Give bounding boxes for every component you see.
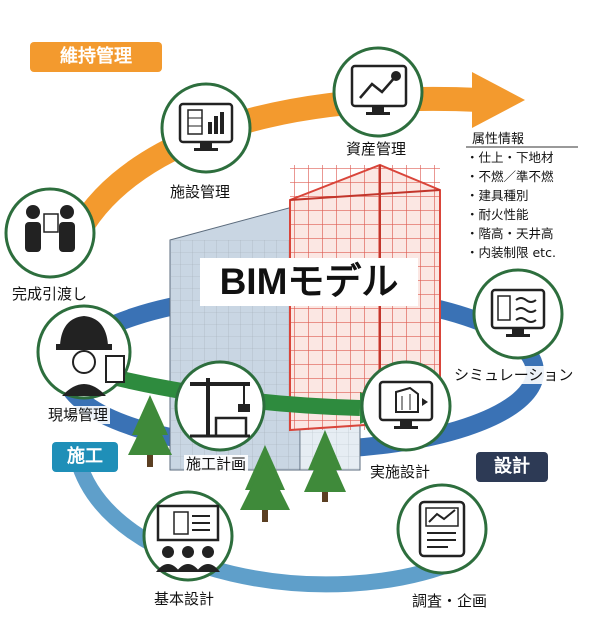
- construction-planning-icon: [174, 360, 266, 452]
- attribute-item: 仕上・下地材: [466, 148, 556, 167]
- survey-planning-icon: [396, 483, 488, 575]
- bim-model-title: BIMモデル: [200, 258, 418, 306]
- basic-design-label: 基本設計: [152, 590, 217, 608]
- site-management-label: 現場管理: [46, 406, 111, 424]
- asset-management-icon: [332, 46, 424, 138]
- attribute-info-heading: 属性情報: [472, 132, 525, 147]
- construction-arc: [70, 457, 464, 593]
- detailed-design-icon: [360, 360, 452, 452]
- design-phase-badge: 設計: [476, 452, 548, 482]
- attribute-info-list: 仕上・下地材 不燃／準不燃 建具種別 耐火性能 階高・天井高 内装制限 etc.: [466, 148, 556, 262]
- site-management-icon: [36, 304, 132, 400]
- asset-management-label: 資産管理: [344, 140, 409, 158]
- maintenance-phase-badge: 維持管理: [30, 42, 162, 72]
- detailed-design-label: 実施設計: [368, 463, 433, 481]
- simulation-icon: [472, 268, 564, 360]
- facility-management-icon: [160, 82, 252, 174]
- construction-phase-badge: 施工: [52, 442, 118, 472]
- completion-handover-icon: [4, 187, 96, 279]
- survey-planning-label: 調査・企画: [410, 592, 490, 610]
- attribute-item: 階高・天井高: [466, 224, 556, 243]
- completion-handover-label: 完成引渡し: [10, 285, 90, 303]
- attribute-item: 内装制限 etc.: [466, 243, 556, 262]
- trees-decoration: [128, 395, 346, 522]
- maintenance-arrow-head: [472, 72, 525, 128]
- attribute-item: 建具種別: [466, 186, 556, 205]
- basic-design-icon: [142, 490, 234, 582]
- simulation-label: シミュレーション: [452, 366, 576, 384]
- facility-management-label: 施設管理: [168, 183, 233, 201]
- attribute-item: 不燃／準不燃: [466, 167, 556, 186]
- construction-planning-label: 施工計画: [184, 455, 249, 473]
- attribute-item: 耐火性能: [466, 205, 556, 224]
